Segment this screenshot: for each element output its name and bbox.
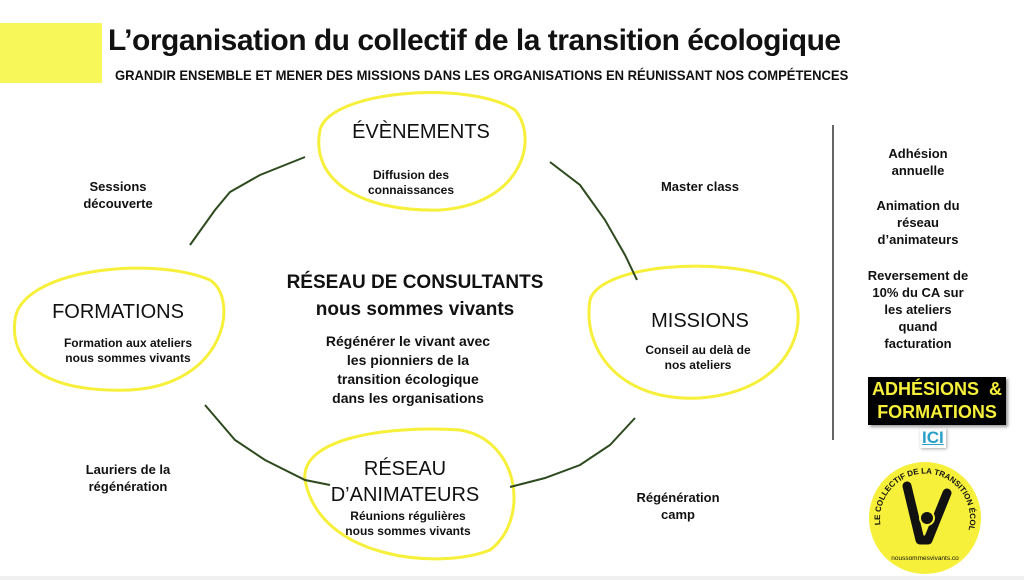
sidebar-line: annuelle — [891, 163, 945, 178]
sidebar-line: les ateliers — [884, 302, 952, 317]
page-subtitle: GRANDIR ENSEMBLE ET MENER DES MISSIONS D… — [115, 67, 849, 83]
connector-lauriers — [204, 404, 331, 486]
svg-text:noussommesvivants.co: noussommesvivants.co — [891, 555, 959, 562]
connector-camp — [509, 417, 636, 488]
node-reseau-title: RÉSEAU D’ANIMATEURS — [331, 456, 480, 508]
center-title-line: nous sommes vivants — [315, 299, 515, 320]
desc-line: nous sommes vivants — [345, 524, 471, 538]
center-line: les pionniers de la — [346, 352, 470, 368]
center-line: transition écologique — [337, 371, 479, 387]
link-sessions: Sessions découverte — [83, 178, 152, 212]
ici-link[interactable]: ICI — [922, 428, 944, 447]
banner-line: ADHÉSIONS & — [872, 379, 1003, 399]
node-formations-title: FORMATIONS — [52, 301, 184, 323]
node-formations-desc: Formation aux ateliers nous sommes vivan… — [64, 336, 192, 366]
connector-sessions — [189, 156, 306, 246]
node-missions-title: MISSIONS — [651, 310, 749, 332]
desc-line: nos ateliers — [664, 358, 732, 372]
sidebar-line: Adhésion — [888, 146, 948, 161]
sidebar-line: Reversement de — [867, 268, 969, 283]
connector-masterclass — [549, 161, 638, 281]
adhesions-formations-banner[interactable]: ADHÉSIONS & FORMATIONS — [868, 377, 1007, 425]
link-line: découverte — [83, 196, 153, 211]
sidebar-item-reversement: Reversement de 10% du CA sur les atelier… — [868, 267, 968, 352]
sidebar-line: Animation du — [876, 198, 960, 213]
link-line: régénération — [88, 479, 168, 494]
title-line: D’ANIMATEURS — [330, 484, 480, 506]
node-missions-desc: Conseil au delà de nos ateliers — [645, 343, 750, 373]
blob-missions — [587, 264, 800, 400]
node-reseau-desc: Réunions régulières nous sommes vivants — [345, 509, 470, 539]
banner-line: FORMATIONS — [877, 402, 997, 422]
desc-line: Diffusion des — [372, 168, 450, 182]
link-line: Lauriers de la — [85, 462, 171, 477]
desc-line: connaissances — [367, 183, 455, 197]
sidebar-line: d’animateurs — [877, 232, 959, 247]
link-line: Sessions — [89, 179, 147, 194]
footer-strip — [0, 576, 1024, 580]
accent-block — [0, 23, 102, 83]
desc-line: nous sommes vivants — [65, 351, 191, 365]
node-evenements-title: ÉVÈNEMENTS — [352, 121, 490, 143]
blob-formations — [12, 266, 226, 392]
desc-line: Conseil au delà de — [645, 343, 751, 357]
center-line: Régénérer le vivant avec — [325, 333, 491, 349]
blob-reseau — [303, 427, 516, 561]
center-description: Régénérer le vivant avec les pionniers d… — [326, 332, 490, 408]
link-masterclass: Master class — [661, 178, 739, 195]
node-evenements-desc: Diffusion des connaissances — [368, 168, 454, 198]
desc-line: Formation aux ateliers — [63, 336, 193, 350]
link-camp: Régénération camp — [636, 489, 719, 523]
sidebar-line: 10% du CA sur — [872, 285, 964, 300]
title-line: RÉSEAU — [363, 458, 447, 480]
center-line: dans les organisations — [332, 390, 484, 406]
sidebar-item-adhesion: Adhésion annuelle — [888, 145, 947, 179]
sidebar-item-animation: Animation du réseau d’animateurs — [876, 197, 959, 248]
sidebar-line: facturation — [884, 336, 952, 351]
sidebar-line: quand — [898, 319, 938, 334]
logo: LE COLLECTIF DE LA TRANSITION ÉCOLOGIQUE… — [869, 462, 981, 574]
sidebar-line: réseau — [897, 215, 939, 230]
center-title: RÉSEAU DE CONSULTANTS nous sommes vivant… — [287, 269, 544, 323]
blob-evenements — [317, 91, 527, 212]
link-lauriers: Lauriers de la régénération — [86, 461, 171, 495]
page-title: L’organisation du collectif de la transi… — [108, 24, 841, 57]
link-line: Régénération — [636, 490, 720, 505]
link-line: Master class — [660, 179, 740, 194]
center-title-line: RÉSEAU DE CONSULTANTS — [286, 272, 544, 293]
desc-line: Réunions régulières — [350, 509, 466, 523]
link-line: camp — [661, 507, 695, 522]
